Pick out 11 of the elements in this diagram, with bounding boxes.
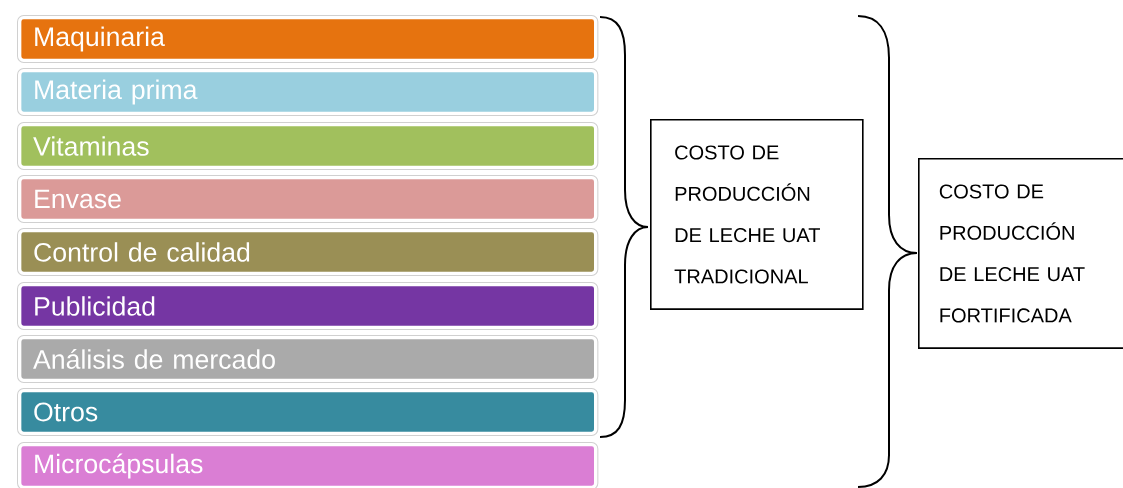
- category-bar: Otros: [17, 388, 599, 436]
- category-bar: Microcápsulas: [17, 442, 599, 488]
- category-bar: Control de calidad: [17, 228, 599, 276]
- text-box: COSTO DE PRODUCCIÓN DE LECHE UAT TRADICIONAL: [650, 119, 864, 310]
- category-bar: Envase: [17, 175, 599, 223]
- category-bar: Maquinaria: [17, 15, 599, 63]
- category-bar: Vitaminas: [17, 122, 599, 170]
- category-bar: Publicidad: [17, 282, 599, 330]
- category-bar: Análisis de mercado: [17, 335, 599, 383]
- text-box: COSTO DE PRODUCCIÓN DE LECHE UAT FORTIFICADA: [918, 158, 1123, 349]
- category-bar: Materia prima: [17, 68, 599, 116]
